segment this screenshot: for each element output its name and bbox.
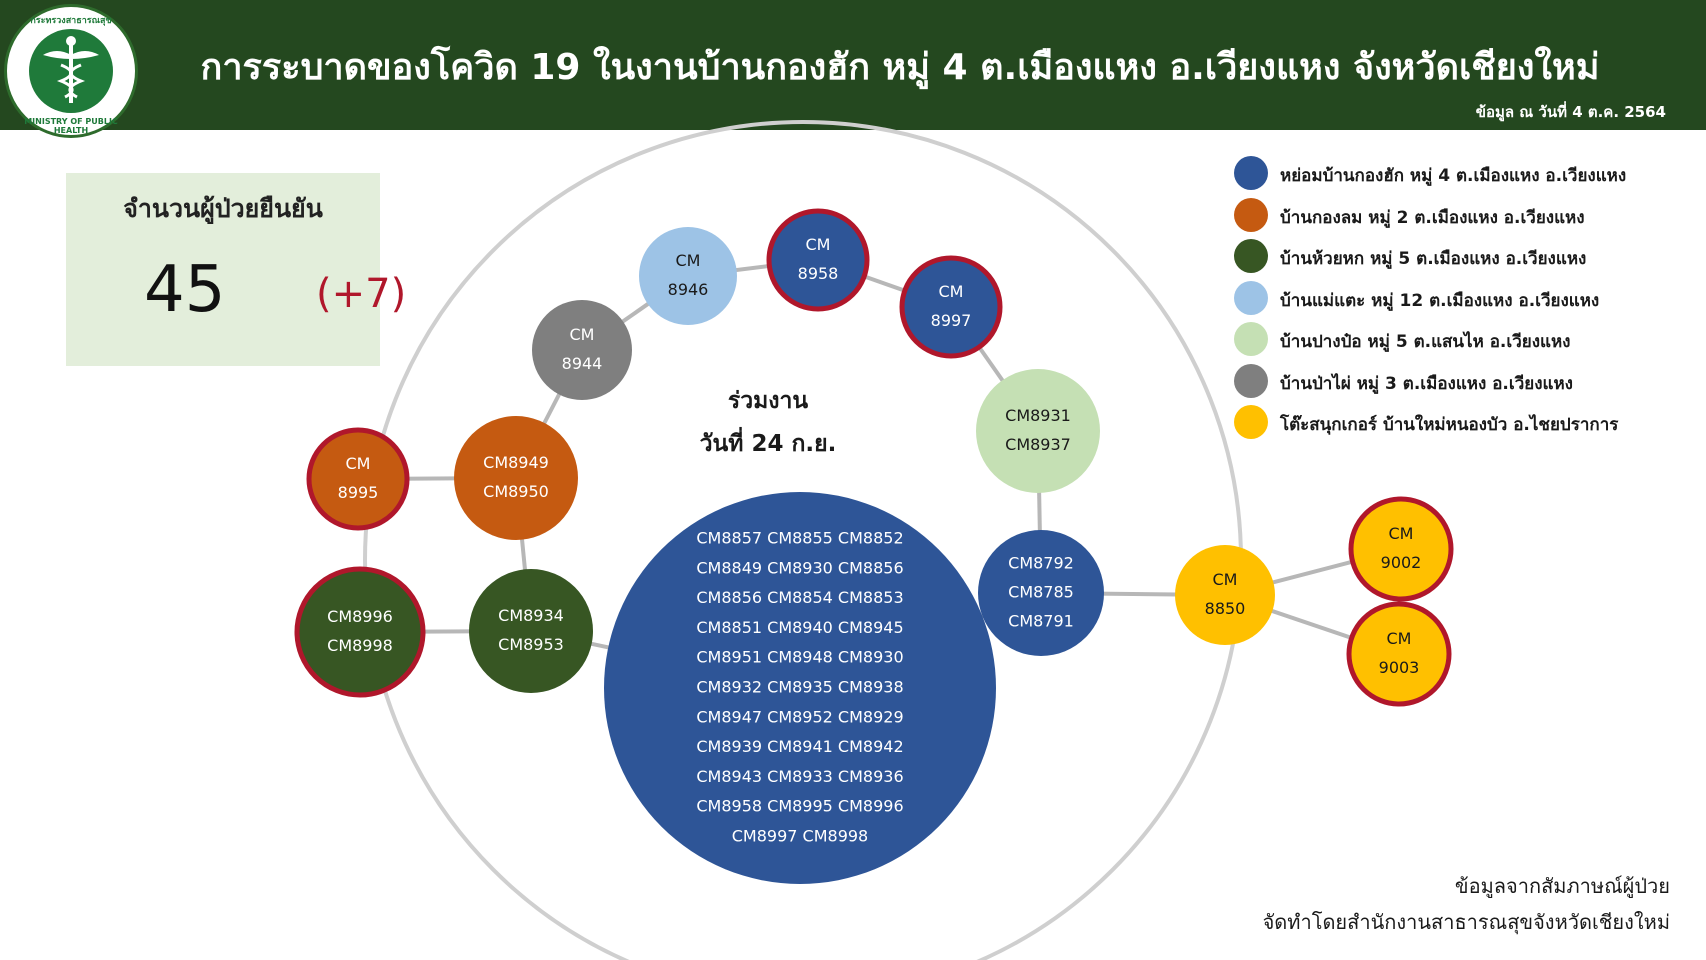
case-node-circle — [306, 427, 410, 531]
case-id-label: CM — [1389, 524, 1414, 543]
seal-ring-bottom-text: MINISTRY OF PUBLIC HEALTH — [24, 117, 118, 135]
ministry-seal-icon: กระทรวงสาธารณสุข MINISTRY OF PUBLIC HEAL… — [4, 4, 138, 138]
case-id-label: 8997 — [931, 311, 972, 330]
legend-label: โต๊ะสนุกเกอร์ บ้านใหม่หนองบัว อ.ไชยปรากา… — [1280, 415, 1619, 435]
data-date-note: ข้อมูล ณ วันที่ 4 ต.ค. 2564 — [1475, 103, 1666, 121]
confirmed-cases-box: จำนวนผู้ป่วยยืนยัน 45 (+7) — [66, 173, 406, 366]
case-id-label: CM8931 — [1005, 406, 1071, 425]
case-id-label: CM8951 CM8948 CM8930 — [696, 648, 903, 667]
case-id-label: CM — [346, 454, 371, 473]
case-node-circle — [1348, 496, 1454, 602]
case-id-label: CM — [1387, 629, 1412, 648]
case-id-label: CM8849 CM8930 CM8856 — [696, 558, 903, 577]
footer-author: จัดทำโดยสำนักงานสาธารณสุขจังหวัดเชียงใหม… — [1262, 910, 1670, 934]
case-id-label: 8944 — [562, 354, 603, 373]
legend-swatch — [1234, 156, 1268, 190]
center-label-line1: ร่วมงาน — [728, 388, 809, 414]
case-id-label: CM8851 CM8940 CM8945 — [696, 618, 903, 637]
case-node-circle — [766, 208, 870, 312]
case-id-label: CM8953 — [498, 635, 564, 654]
case-id-label: 9002 — [1381, 553, 1422, 572]
legend-swatch — [1234, 239, 1268, 273]
case-node-n8995: CM 8995 — [306, 427, 410, 531]
case-id-label: CM8785 — [1008, 583, 1074, 602]
case-node-n8944: CM 8944 — [532, 300, 632, 400]
case-node-circle — [469, 569, 593, 693]
case-node-circle — [976, 369, 1100, 493]
case-id-label: CM — [806, 235, 831, 254]
case-id-label: CM8939 CM8941 CM8942 — [696, 737, 903, 756]
case-id-label: CM8937 — [1005, 435, 1071, 454]
legend-label: บ้านแม่แตะ หมู่ 12 ต.เมืองแหง อ.เวียงแหง — [1280, 290, 1600, 311]
case-node-circle — [978, 530, 1104, 656]
case-id-label: CM8856 CM8854 CM8853 — [696, 588, 903, 607]
case-node-circle — [532, 300, 632, 400]
case-id-label: 8958 — [798, 264, 839, 283]
case-id-label: CM — [570, 325, 595, 344]
case-id-label: CM8950 — [483, 482, 549, 501]
case-node-n8850: CM 8850 — [1175, 545, 1275, 645]
confirmed-cases-delta: (+7) — [316, 271, 407, 317]
case-node-circle — [1346, 601, 1452, 707]
seal-ring-top-text: กระทรวงสาธารณสุข — [30, 16, 112, 26]
case-node-circle — [294, 566, 426, 698]
confirmed-cases-value: 45 — [144, 253, 226, 327]
case-id-label: CM8943 CM8933 CM8936 — [696, 767, 903, 786]
legend-label: หย่อมบ้านกองฮัก หมู่ 4 ต.เมืองแหง อ.เวีย… — [1280, 166, 1627, 186]
header-bar: การระบาดของโควิด 19 ในงานบ้านกองฮัก หมู่… — [0, 0, 1706, 130]
footer-credits: ข้อมูลจากสัมภาษณ์ผู้ป่วย จัดทำโดยสำนักงา… — [1263, 868, 1670, 940]
legend-label: บ้านปางป๋อ หมู่ 5 ต.แสนไห อ.เวียงแหง — [1280, 332, 1571, 352]
case-id-label: CM — [676, 251, 701, 270]
case-id-label: 8946 — [668, 280, 709, 299]
caduceus-icon — [43, 36, 99, 103]
legend-swatch — [1234, 322, 1268, 356]
legend-swatch — [1234, 197, 1268, 232]
case-id-label: CM8791 — [1008, 612, 1074, 631]
legend-label: บ้านห้วยหก หมู่ 5 ต.เมืองแหง อ.เวียงแหง — [1280, 249, 1587, 269]
case-id-label: CM8932 CM8935 CM8938 — [696, 678, 903, 697]
case-id-label: 8850 — [1205, 599, 1246, 618]
case-id-label: CM8947 CM8952 CM8929 — [696, 707, 903, 726]
case-node-n8946: CM 8946 — [639, 227, 737, 325]
case-id-label: CM8958 CM8995 CM8996 — [696, 797, 903, 816]
legend-swatch — [1234, 280, 1268, 315]
case-id-label: CM8949 — [483, 453, 549, 472]
legend-swatch — [1234, 363, 1268, 398]
case-id-label: CM — [939, 282, 964, 301]
case-node-n8997: CM 8997 — [899, 255, 1003, 359]
case-id-label: CM8996 — [327, 607, 393, 626]
case-id-label: CM8997 CM8998 — [732, 827, 868, 846]
case-id-label: CM8857 CM8855 CM8852 — [696, 529, 903, 548]
case-node-circle — [454, 416, 578, 540]
case-node-circle — [639, 227, 737, 325]
case-id-label: CM8792 — [1008, 554, 1074, 573]
case-node-n9002: CM 9002 — [1348, 496, 1454, 602]
case-node-n9003: CM 9003 — [1346, 601, 1452, 707]
page-title: การระบาดของโควิด 19 ในงานบ้านกองฮัก หมู่… — [200, 47, 1600, 88]
case-id-label: 9003 — [1379, 658, 1420, 677]
case-id-label: CM8934 — [498, 606, 564, 625]
footer-source: ข้อมูลจากสัมภาษณ์ผู้ป่วย — [1454, 874, 1670, 898]
seal-emblem — [29, 29, 113, 113]
legend-swatch — [1234, 405, 1268, 439]
case-node-circle — [899, 255, 1003, 359]
legend-label: บ้านป่าไผ่ หมู่ 3 ต.เมืองแหง อ.เวียงแหง — [1280, 373, 1573, 394]
case-id-label: CM8998 — [327, 636, 393, 655]
legend-label: บ้านกองลม หมู่ 2 ต.เมืองแหง อ.เวียงแหง — [1280, 207, 1585, 228]
case-id-label: 8995 — [338, 483, 379, 502]
case-node-n8958: CM 8958 — [766, 208, 870, 312]
case-node-circle — [1175, 545, 1275, 645]
case-id-label: CM — [1213, 570, 1238, 589]
confirmed-cases-label: จำนวนผู้ป่วยยืนยัน — [123, 194, 323, 223]
case-node-circle — [604, 492, 996, 884]
center-label-line2: วันที่ 24 ก.ย. — [700, 426, 837, 457]
